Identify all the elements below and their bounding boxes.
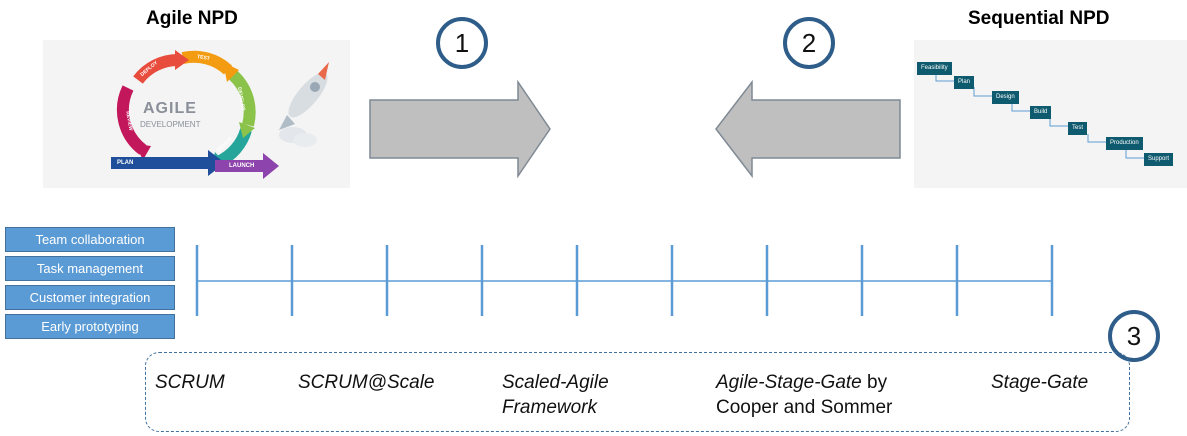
waterfall-step: Production	[1106, 137, 1143, 150]
method-line: Scaled-Agile	[502, 372, 609, 393]
step-number-2: 2	[783, 17, 835, 69]
method-line: Framework	[502, 397, 598, 418]
waterfall-step: Build	[1030, 106, 1052, 119]
continuum-scale	[195, 245, 1054, 316]
waterfall-image: Feasibility Plan Design Build Test Produ…	[914, 40, 1187, 188]
method-scrum-at-scale: SCRUM@Scale	[298, 372, 435, 393]
attribute-task-management: Task management	[5, 256, 175, 281]
waterfall-step: Test	[1068, 122, 1088, 135]
sequential-npd-title: Sequential NPD	[968, 8, 1110, 29]
step-number-1: 1	[436, 17, 488, 69]
waterfall-step: Support	[1144, 153, 1174, 166]
method-line: Agile-Stage-Gate by	[716, 370, 892, 395]
plan-label: PLAN	[117, 160, 134, 166]
waterfall-step: Design	[992, 91, 1019, 104]
waterfall-step: Plan	[954, 76, 975, 89]
launch-label: LAUNCH	[229, 163, 255, 169]
left-arrow	[715, 80, 901, 178]
method-scrum: SCRUM	[155, 372, 225, 393]
method-agile-stage-gate: Agile-Stage-Gate by Cooper and Sommer	[716, 370, 892, 420]
attribute-early-prototyping: Early prototyping	[5, 314, 175, 339]
attribute-customer-integration: Customer integration	[5, 285, 175, 310]
methods-box	[145, 352, 1130, 432]
method-line-suffix: by	[861, 372, 888, 393]
method-scaled-agile-framework: Scaled-Agile Framework	[502, 370, 609, 420]
method-stage-gate: Stage-Gate	[991, 372, 1089, 393]
waterfall-connectors	[935, 74, 1144, 159]
waterfall-step: Feasibility	[917, 62, 952, 75]
method-authors: Cooper and Sommer	[716, 397, 893, 418]
agile-npd-title: Agile NPD	[146, 8, 238, 29]
agile-center-title: AGILE	[143, 100, 197, 117]
method-line-italic: Agile-Stage-Gate	[716, 372, 862, 393]
attribute-team-collaboration: Team collaboration	[5, 227, 175, 252]
agile-development-image: AGILE DEVELOPMENT PLAN LAUNCH DEPLOY TES…	[43, 40, 350, 188]
agile-cycle-graphic	[111, 50, 329, 179]
agile-center-subtitle: DEVELOPMENT	[140, 120, 201, 129]
right-arrow	[369, 80, 551, 178]
